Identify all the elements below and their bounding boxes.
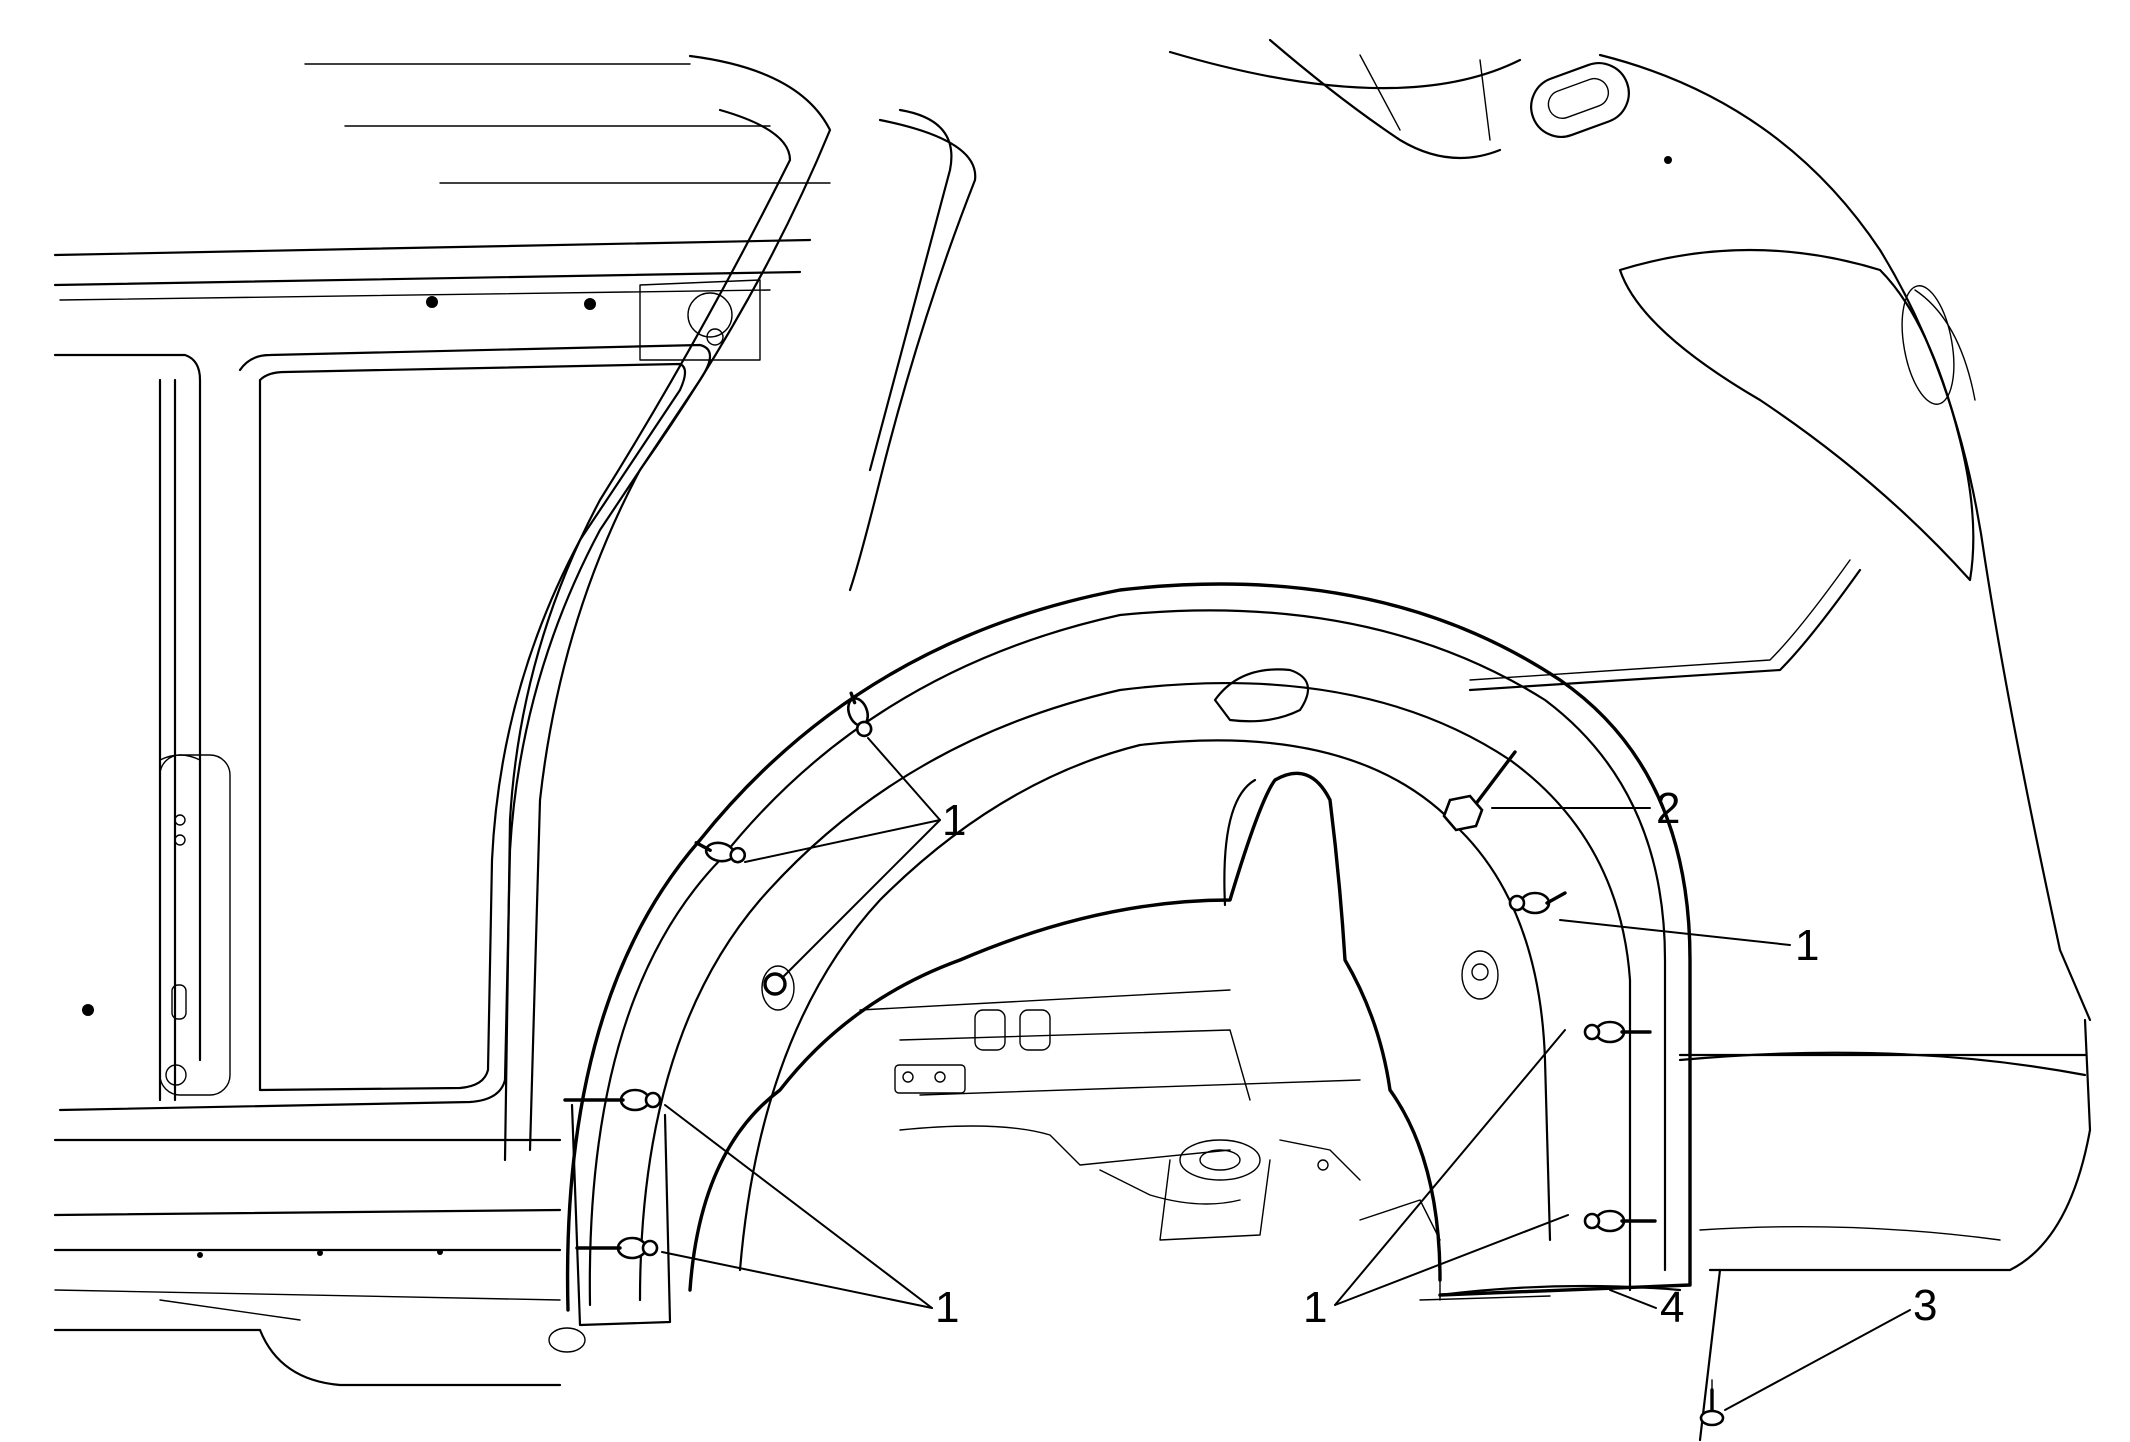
callout-4: 4 [1660,1283,1684,1332]
callout-1-right: 1 [1795,921,1819,970]
push-pin-retainer-mid-left [563,1088,662,1112]
push-pin-retainer-upper-left [694,841,747,864]
push-pin-retainer-low-left [575,1236,659,1260]
fasteners [563,691,1725,1427]
callout-labels: 1 1 1 1 2 3 4 [935,784,1937,1332]
rear-quarter-panel [1168,38,2092,1442]
push-pin-retainer-right-mid [1583,1020,1652,1044]
bolt-2 [1442,750,1517,832]
callout-1-lower-left: 1 [935,1283,959,1332]
callout-3: 3 [1913,1281,1937,1330]
callout-1-lower-center: 1 [1303,1283,1327,1332]
body-side-left [53,54,977,1387]
callout-2: 2 [1656,784,1680,833]
leader-lines [661,737,1911,1411]
callout-1-upper-left: 1 [942,796,966,845]
push-pin-retainer-right-upper [1508,891,1567,915]
wheelhouse-liner [548,582,1692,1353]
push-pin-retainer-right-low [1583,1209,1657,1233]
push-pin-retainer-top [846,691,873,738]
screw-3 [1699,1379,1725,1427]
